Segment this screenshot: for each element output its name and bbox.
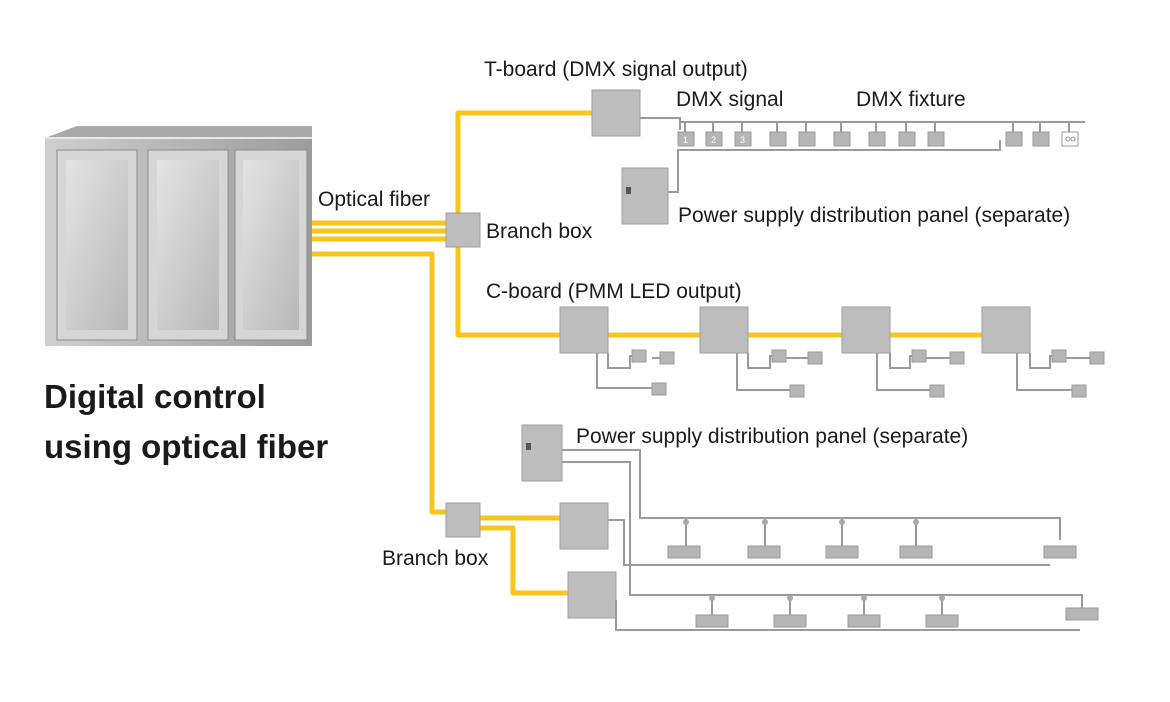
dmx-fixture-3: 3: [734, 122, 752, 147]
optical-fiber-lines: [312, 110, 982, 596]
c-board-3: [841, 306, 965, 398]
c-board-chain: [559, 306, 1105, 398]
dmx-fixture-chain: 1 2 3: [677, 122, 1079, 147]
fixture-number: 1: [683, 135, 688, 145]
dmx-fixture-1: 1: [677, 122, 695, 147]
t-board: [591, 89, 641, 137]
power-panel-indicator: [626, 187, 631, 194]
dmx-fixture-label: DMX fixture: [856, 88, 966, 111]
optical-fiber-label: Optical fiber: [318, 188, 430, 211]
c-board-4: [981, 306, 1105, 398]
dmx-fixture: [1005, 122, 1023, 147]
power-panel-bottom-label: Power supply distribution panel (separat…: [576, 425, 968, 448]
power-panel-top-label: Power supply distribution panel (separat…: [678, 204, 1070, 227]
c-board-1: [559, 306, 675, 396]
c-board-2: [699, 306, 823, 398]
dmx-fixture: [769, 122, 787, 147]
dmx-fixture: [927, 122, 945, 147]
power-panel-indicator: [526, 443, 531, 450]
load-row-2: [695, 595, 1099, 628]
branch-box-top: [445, 212, 481, 248]
branch-box-bottom: [445, 502, 481, 538]
power-panel-bottom: [521, 424, 563, 482]
dmx-fixture: [868, 122, 886, 147]
dmx-fixture: [798, 122, 816, 147]
dmx-fixture: [898, 122, 916, 147]
caption-line-2: using optical fiber: [44, 428, 328, 465]
control-cabinet: [45, 126, 312, 346]
t-board-label: T-board (DMX signal output): [484, 58, 748, 81]
caption-line-1: Digital control: [44, 378, 266, 415]
load-row-1: [667, 518, 1077, 559]
power-panel-top: [621, 167, 669, 225]
branch-box-top-label: Branch box: [486, 220, 593, 243]
dmx-fixture: [833, 122, 851, 147]
controller-box-2: [567, 571, 617, 619]
fixture-number: 2: [711, 135, 716, 145]
dmx-fixture: [1032, 122, 1050, 147]
dmx-fixture-2: 2: [705, 122, 723, 147]
controller-box-1: [559, 502, 609, 550]
fixture-number: 3: [740, 135, 745, 145]
dmx-signal-label: DMX signal: [676, 88, 783, 111]
dmx-terminator: [1061, 122, 1079, 147]
c-board-label: C-board (PMM LED output): [486, 280, 742, 303]
branch-box-bottom-label: Branch box: [382, 547, 489, 570]
